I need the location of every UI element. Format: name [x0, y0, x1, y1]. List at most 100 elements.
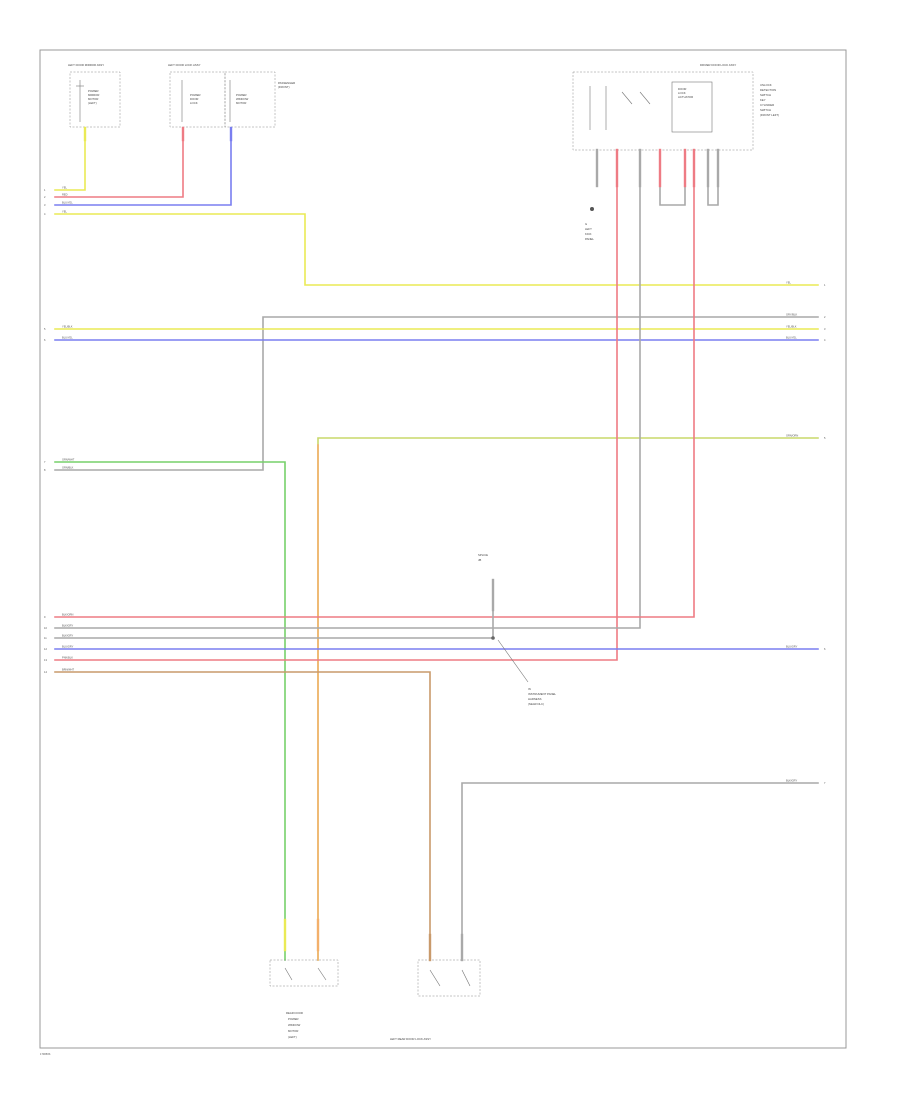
- right-wire-label-5: GRN/ORN: [786, 434, 798, 438]
- svg-text:DETECTION: DETECTION: [760, 88, 776, 92]
- right-pin-1: 1: [824, 283, 826, 287]
- right-pin-4: 4: [824, 338, 826, 342]
- diagram-frame: [39, 49, 847, 1049]
- svg-text:KICK: KICK: [585, 232, 592, 236]
- svg-text:SWITCH: SWITCH: [760, 108, 771, 112]
- right-wire-label-7: BLK/GRY: [786, 779, 797, 783]
- left-wire-labels: 1YEL2RED3BLU/YEL4YEL5YEL/BLK6BLU/YEL7GRN…: [44, 186, 75, 675]
- left-wire-label-13: PNK/BLK: [62, 656, 73, 660]
- rear-window-title: REAR DOOR: [286, 1011, 303, 1015]
- svg-text:POWER: POWER: [190, 93, 201, 97]
- wire-gry-jb3: [707, 149, 719, 206]
- svg-text:WINDOW: WINDOW: [236, 97, 249, 101]
- svg-text:(FRONT): (FRONT): [278, 85, 290, 89]
- right-pin-6: 6: [824, 647, 826, 651]
- wire-grnyel-5: [317, 437, 819, 961]
- left-wire-label-6: BLU/YEL: [62, 336, 73, 340]
- svg-text:POWER: POWER: [288, 1017, 299, 1021]
- svg-text:ACTUATOR: ACTUATOR: [678, 95, 693, 99]
- figure-id: 170050S: [40, 1052, 51, 1056]
- rear-door-lock-title: LEFT REAR DOOR LOCK ASSY: [390, 1037, 431, 1041]
- svg-text:JB: JB: [478, 558, 481, 562]
- svg-text:UNLOCK: UNLOCK: [760, 83, 772, 87]
- door-mirror-title: LEFT DOOR MIRROR ASSY: [68, 63, 104, 67]
- left-wire-label-12: BLU/GRY: [62, 645, 74, 649]
- left-pin-9: 9: [44, 615, 46, 619]
- wire-blu-3: [54, 139, 232, 206]
- left-wire-label-11: BLK/GRY: [62, 634, 73, 638]
- svg-text:MOTOR: MOTOR: [88, 97, 98, 101]
- right-wire-label-4: BLU/YEL: [786, 336, 797, 340]
- left-pin-2: 2: [44, 195, 46, 199]
- left-pin-5: 5: [44, 327, 46, 331]
- wire-red-jb2: [54, 149, 695, 618]
- svg-text:(NEAR DLC): (NEAR DLC): [528, 702, 544, 706]
- wire-yel-4: [54, 213, 819, 286]
- passenger-switch-component: LEFT DOOR LOCK ASSY POWER DOOR LOCK POWE…: [168, 63, 295, 128]
- left-wire-label-14: BRN/WHT: [62, 668, 75, 672]
- rear-window-motor: REAR DOOR POWER WINDOW MOTOR (LEFT): [269, 959, 339, 1039]
- svg-text:MOTOR: MOTOR: [236, 101, 246, 105]
- svg-text:HARNESS: HARNESS: [528, 697, 542, 701]
- left-pin-14: 14: [44, 670, 47, 674]
- left-wire-label-1: YEL: [62, 186, 67, 190]
- svg-text:WINDOW: WINDOW: [288, 1023, 301, 1027]
- svg-text:POWER: POWER: [88, 89, 99, 93]
- door-lock-title: DRIVER DOOR LOCK ASSY: [700, 63, 736, 67]
- left-pin-12: 12: [44, 647, 47, 651]
- left-pin-10: 10: [44, 626, 47, 630]
- svg-text:INSTRUMENT PANEL: INSTRUMENT PANEL: [528, 692, 556, 696]
- right-pin-5: 5: [824, 436, 826, 440]
- wire-gry-jb: [54, 149, 641, 629]
- door-lock-module: DRIVER DOOR LOCK ASSY DOOR LOCK ACTUATOR…: [572, 63, 779, 151]
- svg-text:POWER: POWER: [236, 93, 247, 97]
- left-wire-label-2: RED: [62, 193, 68, 197]
- left-wire-label-8: GRN/BLK: [62, 466, 74, 470]
- left-wire-label-3: BLU/YEL: [62, 201, 73, 205]
- wire-yel-1: [54, 139, 86, 191]
- left-pin-1: 1: [44, 188, 46, 192]
- left-wire-label-7: GRN/WHT: [62, 458, 75, 462]
- wire-red-jb: [54, 149, 618, 661]
- svg-text:SPLICE: SPLICE: [478, 553, 488, 557]
- left-pin-13: 13: [44, 658, 47, 662]
- left-wire-label-5: YEL/BLK: [62, 325, 73, 329]
- right-pin-7: 7: [824, 781, 826, 785]
- svg-text:CYLINDER: CYLINDER: [760, 103, 774, 107]
- left-pin-6: 6: [44, 338, 46, 342]
- wire-brn-14: [54, 671, 431, 961]
- svg-text:DOOR: DOOR: [190, 97, 198, 101]
- svg-text:(LEFT): (LEFT): [288, 1035, 297, 1039]
- svg-text:DOOR: DOOR: [678, 87, 686, 91]
- right-pin-2: 2: [824, 315, 826, 319]
- rear-door-lock: LEFT REAR DOOR LOCK ASSY: [390, 959, 481, 1041]
- svg-text:MIRROR: MIRROR: [88, 93, 99, 97]
- left-wire-label-9: BLK/ORN: [62, 613, 74, 617]
- passenger-assy-title: PASSENGER: [278, 81, 295, 85]
- left-wire-label-10: BLK/GRY: [62, 624, 73, 628]
- wire-grn-jb: [659, 149, 686, 206]
- svg-text:PANEL: PANEL: [585, 237, 594, 241]
- right-wire-label-3: YEL/BLK: [786, 325, 797, 329]
- svg-text:KEY: KEY: [760, 98, 766, 102]
- left-wire-label-4: YEL: [62, 210, 67, 214]
- wire-gry-7r: [461, 782, 819, 961]
- left-pin-8: 8: [44, 468, 46, 472]
- ground-reference: G LEFT KICK PANEL: [585, 207, 594, 241]
- right-wire-label-1: YEL: [786, 281, 791, 285]
- wire-red-2: [54, 139, 184, 198]
- splice-jb: SPLICE JB IN INSTRUMENT PANEL HARNESS (N…: [478, 553, 556, 706]
- right-wire-label-2: GRY/BLK: [786, 313, 797, 317]
- left-pin-3: 3: [44, 203, 46, 207]
- right-pin-3: 3: [824, 327, 826, 331]
- left-pin-7: 7: [44, 460, 46, 464]
- passenger-switch-title: LEFT DOOR LOCK ASSY: [168, 63, 201, 67]
- right-wire-label-6: BLU/GRY: [786, 645, 798, 649]
- svg-text:LOCK: LOCK: [678, 91, 686, 95]
- svg-text:IN: IN: [528, 687, 531, 691]
- svg-text:MOTOR: MOTOR: [288, 1029, 298, 1033]
- svg-text:G: G: [585, 222, 587, 226]
- svg-text:(LEFT): (LEFT): [88, 101, 97, 105]
- svg-text:SWITCH: SWITCH: [760, 93, 771, 97]
